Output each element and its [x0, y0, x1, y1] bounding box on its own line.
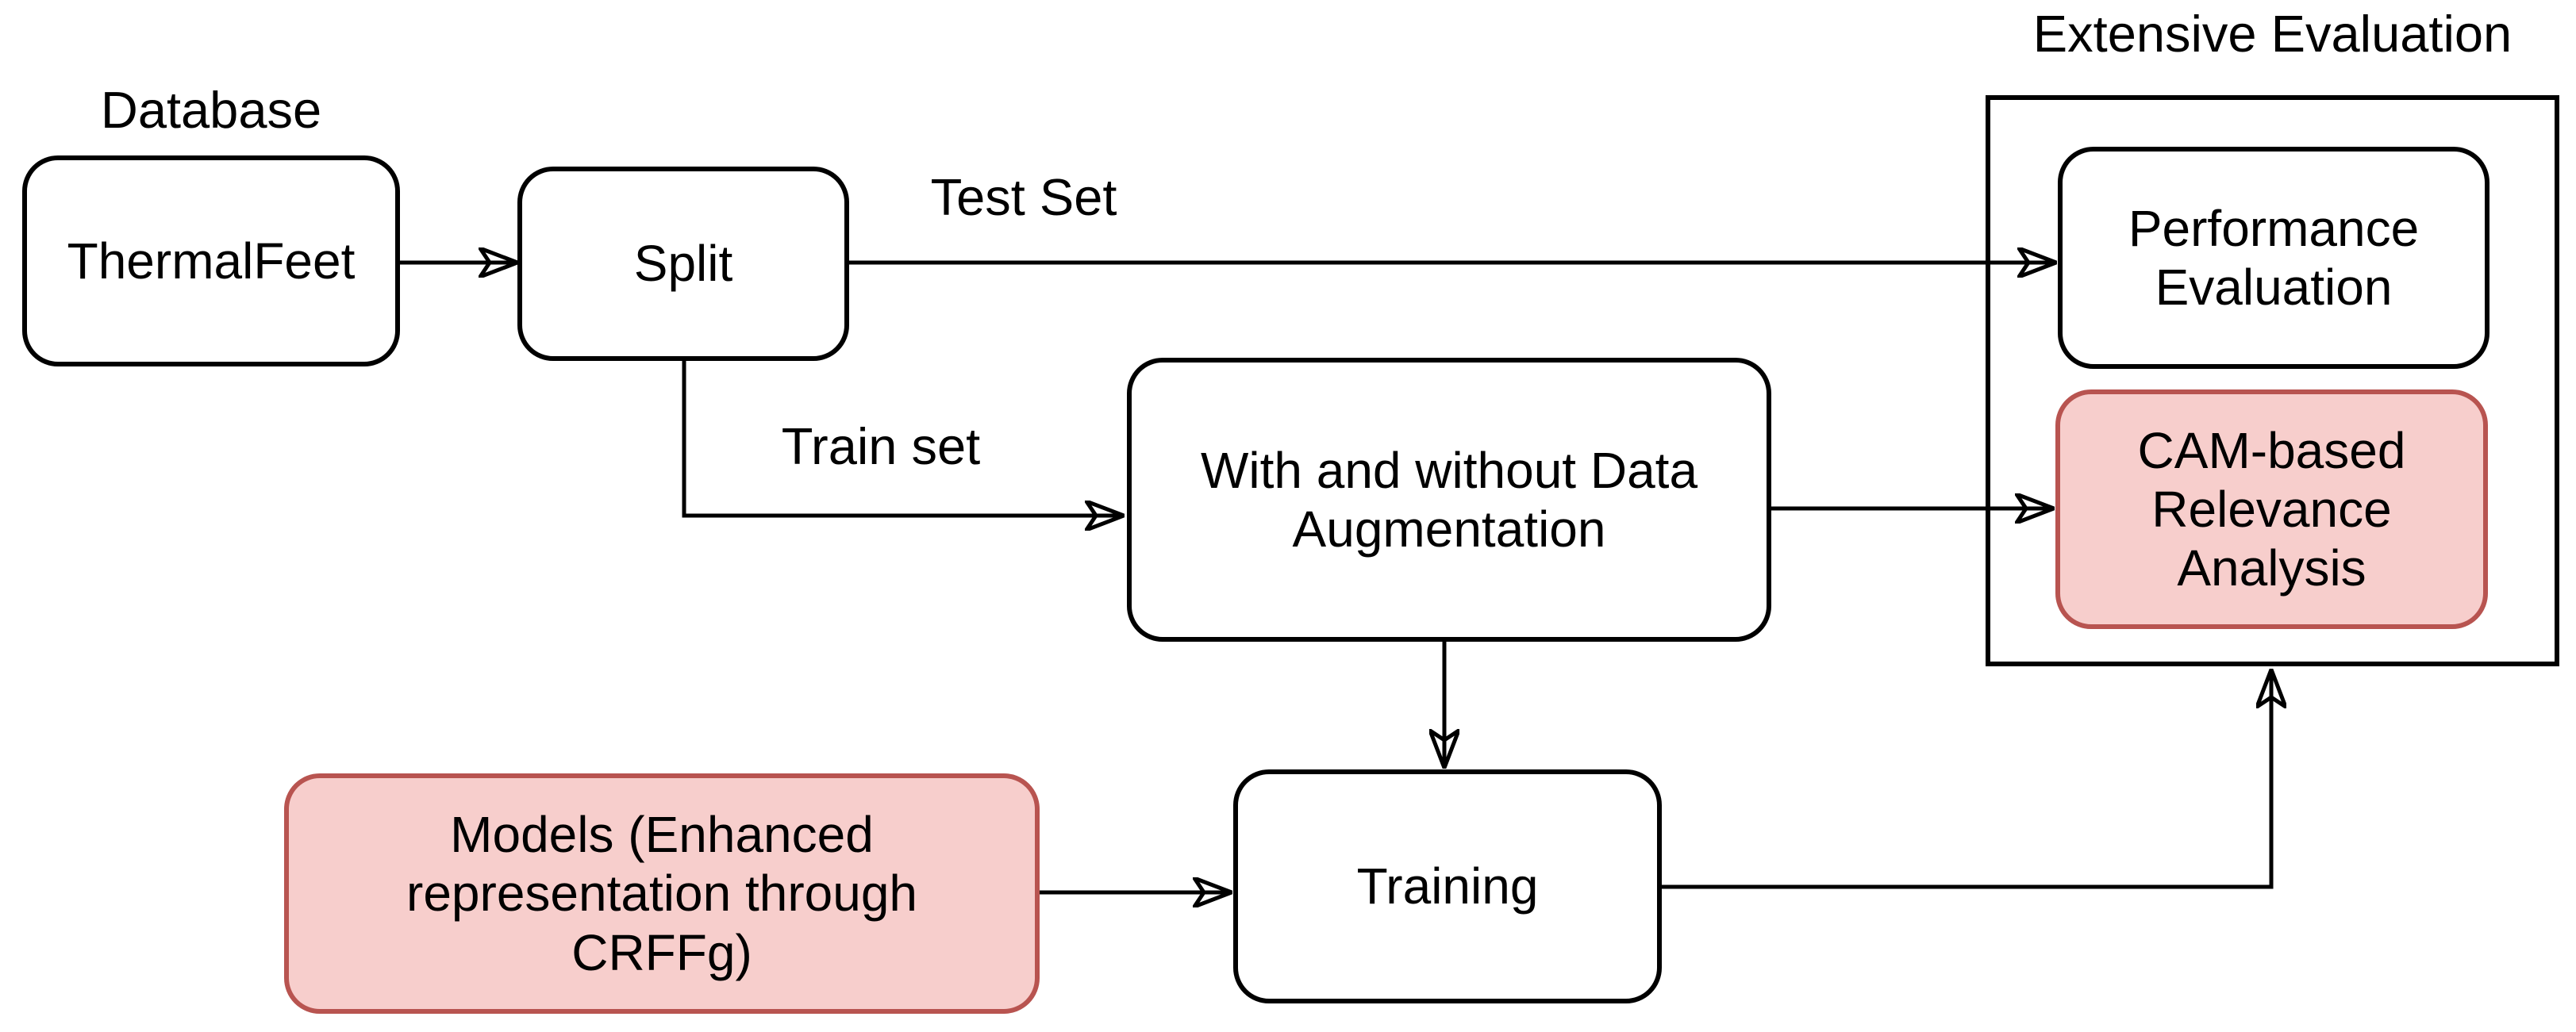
test-set-edge-label: Test Set [930, 168, 1117, 227]
node-training: Training [1233, 769, 1662, 1003]
node-cam-relevance-analysis: CAM-based Relevance Analysis [2055, 389, 2488, 629]
train-set-edge-label: Train set [781, 417, 981, 476]
database-label: Database [100, 81, 322, 140]
node-data-augmentation: With and without Data Augmentation [1127, 358, 1771, 642]
node-models-crffg: Models (Enhanced representation through … [284, 773, 1040, 1014]
node-thermalfeet: ThermalFeet [22, 155, 400, 366]
node-split: Split [517, 167, 849, 361]
extensive-evaluation-label: Extensive Evaluation [2032, 5, 2513, 63]
node-performance-evaluation: Performance Evaluation [2058, 147, 2489, 369]
arrow-training-to-evaluation-group [1662, 671, 2271, 889]
